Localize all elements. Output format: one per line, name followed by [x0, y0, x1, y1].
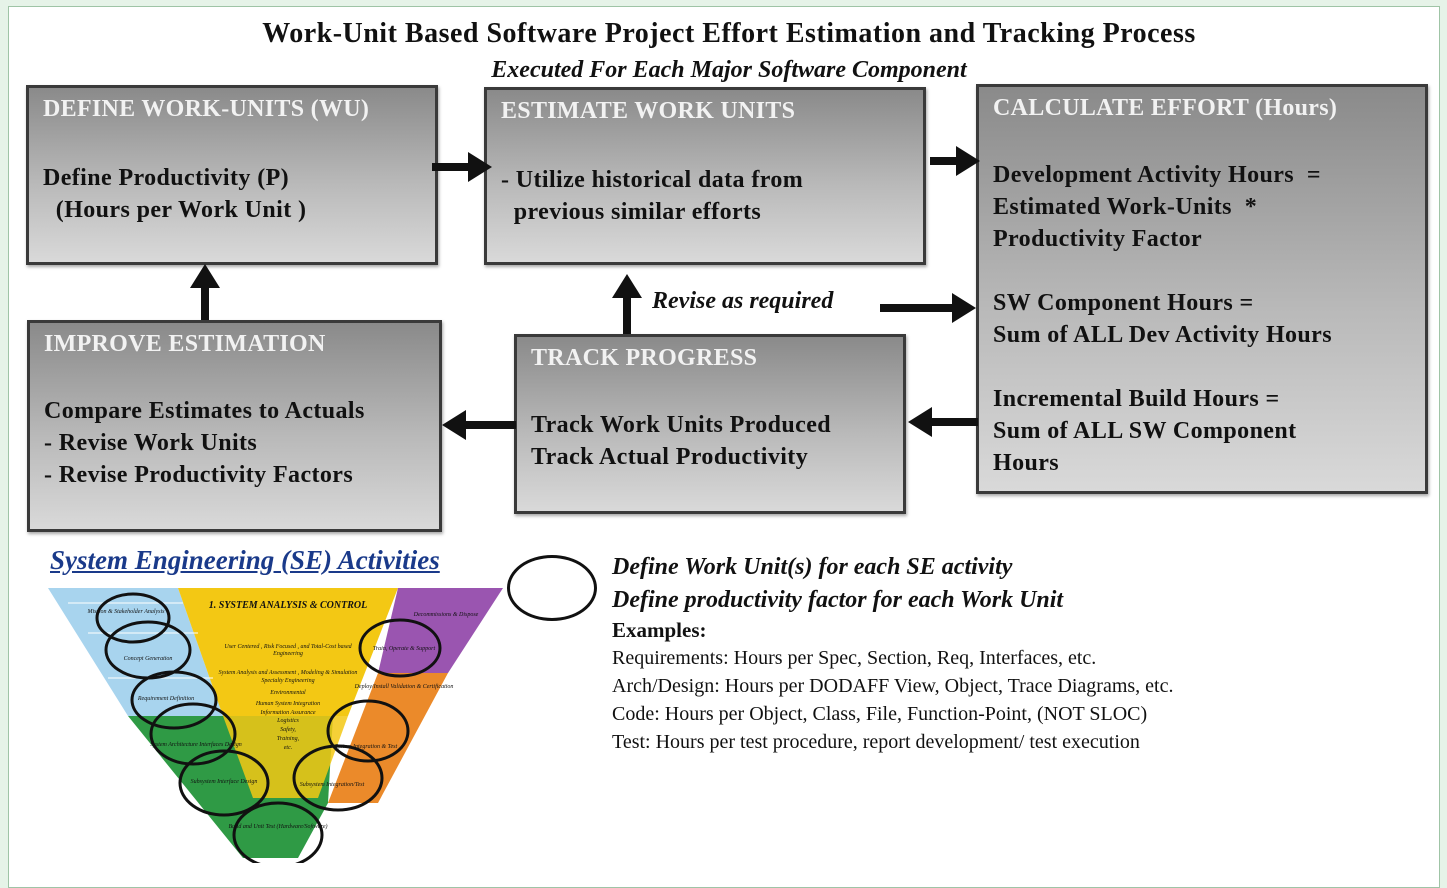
work-unit-circle-icon	[292, 744, 384, 812]
estimate-work-units-box: ESTIMATE WORK UNITS - Utilize historical…	[484, 87, 926, 265]
calculate-effort-body: Development Activity Hours = Estimated W…	[993, 162, 1332, 476]
arrow-improve-to-define	[190, 264, 220, 320]
arrow-track-to-estimate	[612, 274, 642, 334]
funnel-center-line: Logistics	[276, 718, 299, 724]
funnel-right-item: Train, Operate & Support	[373, 646, 436, 652]
work-unit-circle-icon	[326, 699, 410, 763]
example-code: Code: Hours per Object, Class, File, Fun…	[612, 703, 1148, 725]
funnel-center-line: System Analysis and Assessment , Modelin…	[219, 670, 358, 676]
funnel-center-line: User Centered , Risk Focused , and Total…	[224, 644, 352, 650]
work-unit-circle-icon	[130, 670, 218, 730]
funnel-bottom-item: Build and Unit Test (Hardware/Software)	[228, 823, 327, 830]
define-productivity-text: Define productivity factor for each Work…	[612, 587, 1064, 613]
work-unit-circle-icon	[232, 801, 324, 863]
diagram-title: Work-Unit Based Software Project Effort …	[262, 18, 1196, 49]
arrow-estimate-to-calculate	[930, 146, 980, 176]
work-unit-circle-icon	[95, 592, 171, 644]
funnel-left-item: Concept Generation	[124, 656, 173, 662]
arrow-track-to-improve	[442, 410, 516, 440]
calculate-effort-box: CALCULATE EFFORT (Hours) Development Act…	[976, 84, 1428, 494]
legend-circle-icon	[507, 555, 597, 621]
calculate-effort-heading: CALCULATE EFFORT (Hours)	[993, 95, 1338, 121]
improve-estimation-heading: IMPROVE ESTIMATION	[44, 331, 326, 357]
diagram-subtitle: Executed For Each Major Software Compone…	[491, 57, 967, 83]
estimate-work-units-heading: ESTIMATE WORK UNITS	[501, 98, 796, 124]
example-test: Test: Hours per test procedure, report d…	[612, 731, 1140, 753]
funnel-purple-right-band	[378, 588, 503, 673]
funnel-center-line: Training,	[277, 736, 300, 742]
define-work-unit-text: Define Work Unit(s) for each SE activity	[612, 554, 1013, 580]
funnel-left-item: Mission & Stakeholder Analysis	[86, 609, 165, 615]
example-requirements: Requirements: Hours per Spec, Section, R…	[612, 647, 1097, 669]
arrow-calculate-to-track	[908, 407, 978, 437]
funnel-center-line: Environmental	[269, 690, 306, 696]
arrow-revise-to-calculate	[880, 293, 976, 323]
funnel-yellow-center	[178, 588, 398, 716]
work-unit-circle-icon	[358, 618, 442, 678]
funnel-center-line: Specialty Engineering	[261, 678, 314, 684]
funnel-orange-right-band	[328, 673, 448, 803]
work-unit-circle-icon	[178, 749, 270, 817]
improve-estimation-body: Compare Estimates to Actuals - Revise Wo…	[44, 398, 365, 488]
funnel-right-item: System Integration & Test	[335, 744, 398, 750]
track-progress-body: Track Work Units Produced Track Actual P…	[531, 412, 832, 470]
funnel-center-title: 1. SYSTEM ANALYSIS & CONTROL	[209, 600, 367, 611]
define-work-units-body: Define Productivity (P) (Hours per Work …	[43, 165, 307, 223]
funnel-center-line: Information Assurance	[259, 709, 315, 716]
se-funnel-diagram: 1. SYSTEM ANALYSIS & CONTROL User Center…	[48, 588, 503, 863]
define-work-units-box: DEFINE WORK-UNITS (WU) Define Productivi…	[26, 85, 438, 265]
work-unit-circle-icon	[149, 702, 237, 766]
funnel-center-line: Safety,	[280, 726, 296, 733]
funnel-center-line: etc.	[284, 745, 293, 751]
funnel-right-item: Deploy/Install Validation & Certificatio…	[354, 683, 454, 690]
estimate-work-units-body: - Utilize historical data from previous …	[501, 167, 804, 225]
revise-as-required-label: Revise as required	[652, 288, 834, 314]
funnel-right-item: Subsystem Integration/Test	[300, 782, 365, 788]
funnel-left-item: System Architecture Interfaces Design	[150, 741, 242, 748]
funnel-blue-left-band	[48, 588, 223, 716]
funnel-light-green-core	[223, 716, 348, 798]
example-arch-design: Arch/Design: Hours per DODAFF View, Obje…	[612, 675, 1174, 697]
improve-estimation-box: IMPROVE ESTIMATION Compare Estimates to …	[27, 320, 442, 532]
track-progress-box: TRACK PROGRESS Track Work Units Produced…	[514, 334, 906, 514]
arrow-define-to-estimate	[432, 152, 492, 182]
funnel-left-item: Requirement Definition	[137, 695, 194, 702]
track-progress-heading: TRACK PROGRESS	[531, 345, 758, 371]
funnel-center-line: Engineering	[272, 651, 303, 657]
funnel-right-item: Decommissions & Dispose	[413, 612, 479, 618]
se-activities-title: System Engineering (SE) Activities	[50, 545, 440, 575]
funnel-left-item: Subsystem Interface Design	[191, 778, 258, 785]
define-work-units-heading: DEFINE WORK-UNITS (WU)	[43, 96, 370, 122]
examples-label: Examples:	[612, 618, 707, 642]
funnel-center-line: Human System Integration	[255, 701, 320, 707]
